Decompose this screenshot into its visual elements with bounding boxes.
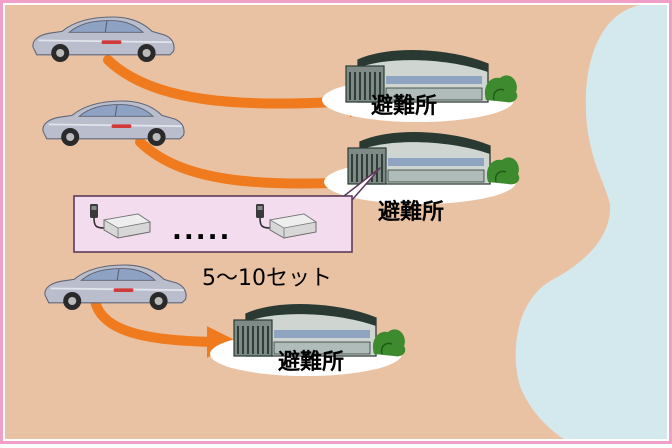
- sea-area: [515, 5, 667, 439]
- arrow-car1-to-shelter1: [103, 55, 381, 118]
- shelter-label-1: 避難所: [371, 94, 438, 119]
- device-ellipsis: .....: [172, 216, 232, 246]
- device-set-count: 5～10セット: [202, 266, 332, 291]
- shelter-label-3: 避難所: [278, 350, 345, 375]
- arrow-car3-to-shelter3: [89, 289, 239, 358]
- shelter-label-2: 避難所: [378, 200, 445, 225]
